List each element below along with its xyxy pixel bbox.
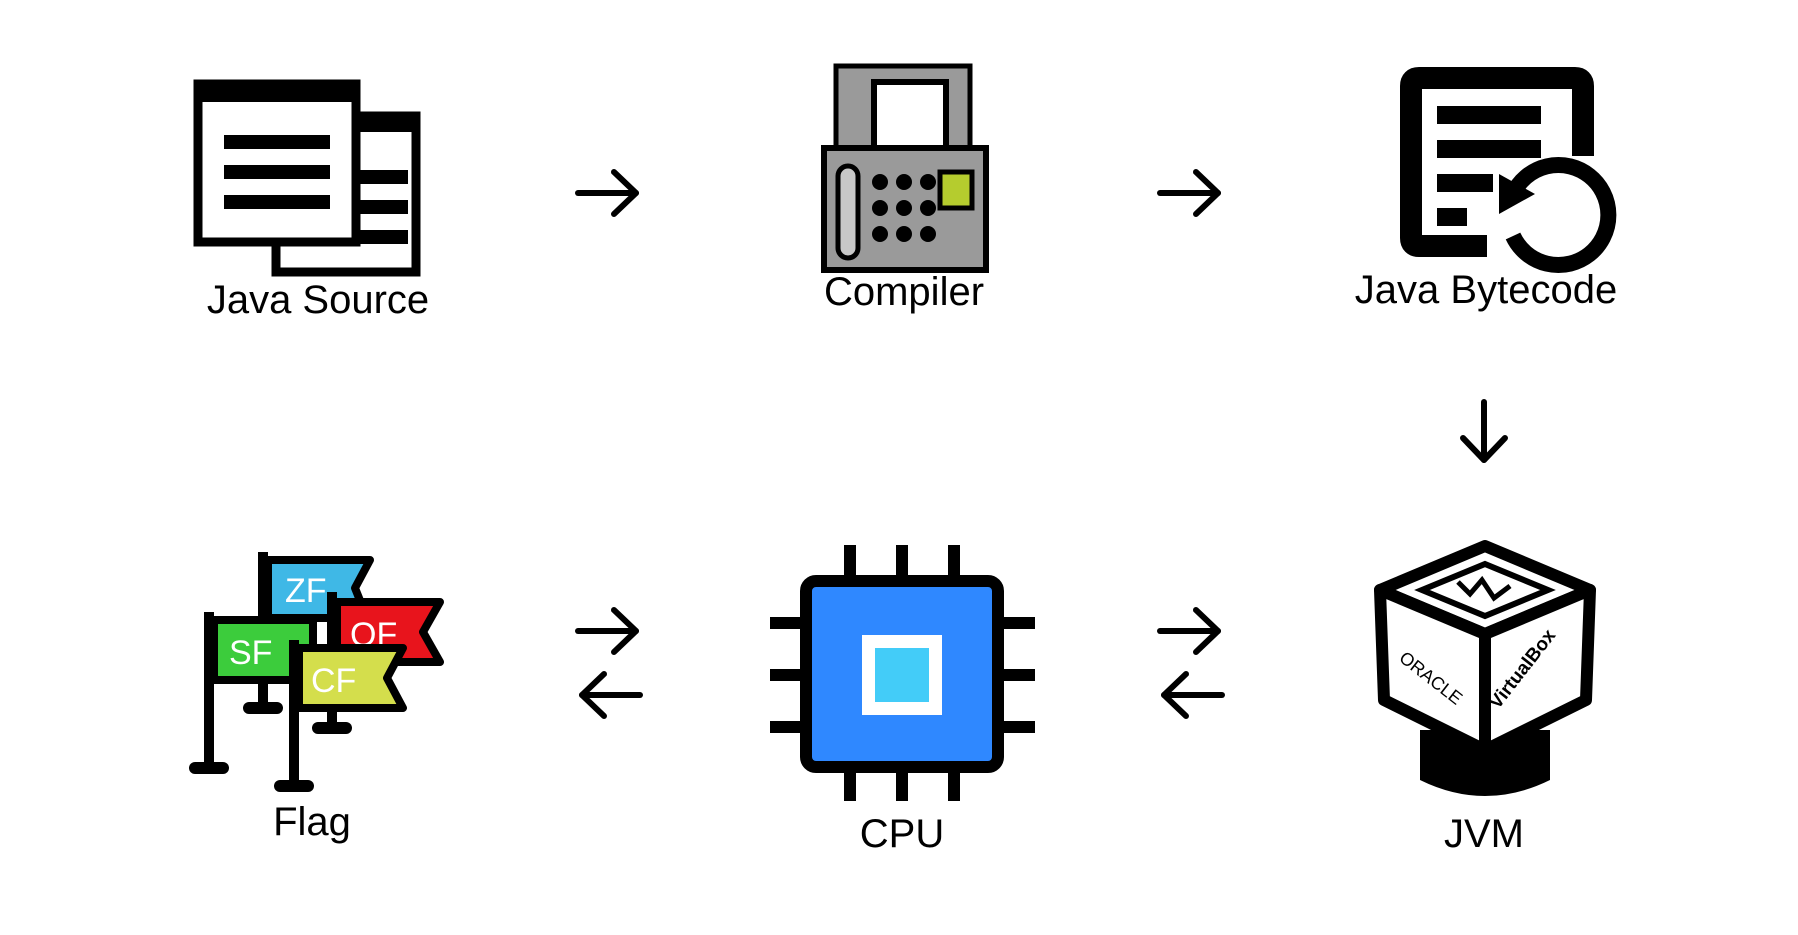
flag-zf-text: ZF: [285, 572, 327, 610]
java-source-node: [193, 79, 444, 280]
cpu-label: CPU: [859, 812, 945, 856]
java-bytecode-node: [1395, 66, 1625, 276]
flag-cf-text: CF: [311, 662, 356, 700]
arrow-bytecode-to-jvm: [1460, 399, 1508, 463]
arrow-jvm-cpu-bidirectional: [1157, 607, 1225, 719]
virtualbox-cube-icon: ORACLE VirtualBox: [1374, 540, 1596, 796]
jvm-node: ORACLE VirtualBox: [1370, 540, 1600, 800]
flags-icon: ZF OF SF CF: [189, 552, 444, 792]
cpu-chip-icon: [770, 545, 1035, 801]
bytecode-document-icon: [1400, 67, 1617, 273]
flag-node: ZF OF SF CF: [185, 550, 455, 805]
fax-machine-icon: [821, 63, 989, 273]
document-icon: [193, 79, 421, 277]
arrow-compiler-to-bytecode: [1157, 169, 1221, 217]
java-source-label: Java Source: [206, 278, 430, 322]
cpu-node: [770, 545, 1035, 805]
jvm-label: JVM: [1444, 812, 1524, 856]
java-bytecode-label: Java Bytecode: [1354, 268, 1618, 312]
arrow-source-to-compiler: [575, 169, 639, 217]
compiler-label: Compiler: [823, 270, 985, 314]
flag-sf-text: SF: [229, 634, 272, 672]
flag-label: Flag: [273, 800, 351, 844]
arrow-cpu-flag-bidirectional: [575, 607, 643, 719]
compiler-node: [820, 62, 990, 274]
